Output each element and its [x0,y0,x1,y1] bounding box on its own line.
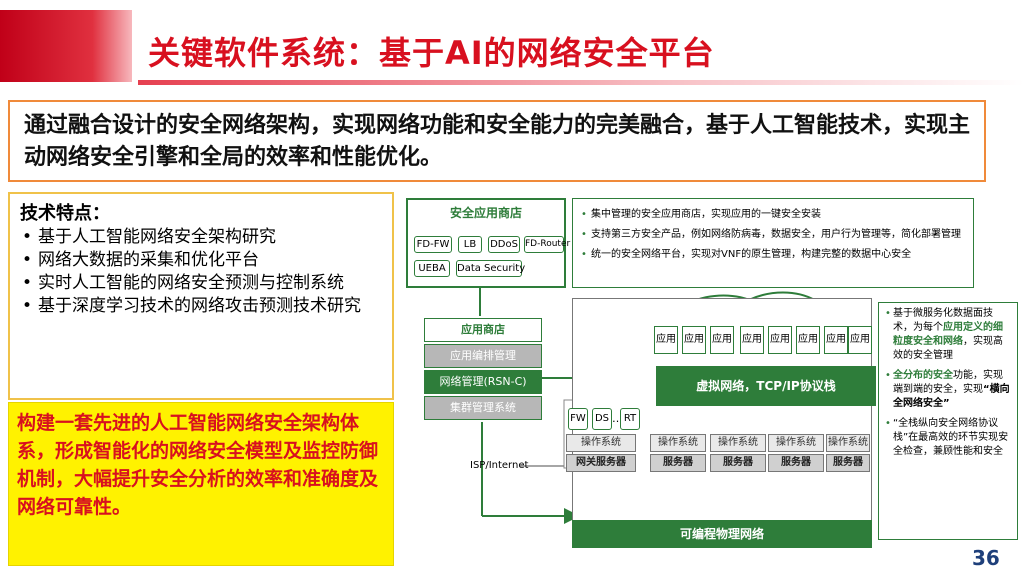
app-box: 应用 [848,326,872,354]
stack-orchestration: 应用编排管理 [424,344,542,368]
platform-info-box: 基于微服务化数据面技术，为每个应用定义的细粒度安全和网络，实现高效的安全管理 全… [878,302,1018,540]
gateway-os: 操作系统 [566,434,636,452]
store-item-fd-router: FD-Router [524,236,570,253]
server-os: 操作系统 [710,434,766,452]
store-item-fd-fw: FD-FW [414,236,452,253]
store-info-box: 集中管理的安全应用商店，实现应用的一键安全安装 支持第三方安全产品，例如网络防病… [572,198,974,288]
title-accent-block [0,10,132,82]
server-os: 操作系统 [768,434,824,452]
server-os: 操作系统 [650,434,706,452]
title-underline [138,80,1024,85]
feature-item: 实时人工智能的网络安全预测与控制系统 [20,272,384,295]
platform-info-item: “全栈纵向安全网络协议栈”在最高效的环节实现安全检查，兼顾性能和安全 [885,417,1011,459]
store-info-item: 支持第三方安全产品，例如网络防病毒，数据安全，用户行为管理等，简化部署管理 [581,225,965,245]
server-os: 操作系统 [826,434,870,452]
store-info-item: 统一的安全网络平台，实现对VNF的原生管理，构建完整的数据中心安全 [581,245,965,265]
platform-info-item: 全分布的安全功能，实现端到端的安全，实现“横向全网络安全” [885,369,1011,411]
feature-item: 基于人工智能网络安全架构研究 [20,226,384,249]
page-number: 36 [972,546,1000,570]
store-item-ddos: DDoS [488,236,520,253]
server-box: 服务器 [826,454,870,472]
app-box: 应用 [654,326,678,354]
app-box: 应用 [796,326,820,354]
server-box: 服务器 [768,454,824,472]
app-box: 应用 [824,326,848,354]
app-box: 应用 [740,326,764,354]
summary-box: 构建一套先进的人工智能网络安全架构体系，形成智能化的网络安全模型及监控防御机制，… [8,402,394,566]
app-box: 应用 [682,326,706,354]
vnf-fw: FW [568,408,588,430]
stack-network-mgmt: 网络管理(RSN-C) [424,370,542,394]
store-item-ueba: UEBA [414,260,450,277]
summary-text: 构建一套先进的人工智能网络安全架构体系，形成智能化的网络安全模型及监控防御机制，… [17,412,379,518]
stack-cluster-mgmt: 集群管理系统 [424,396,542,420]
store-item-lb: LB [458,236,482,253]
title-bar: 关键软件系统：基于AI的网络安全平台 [0,0,1024,88]
app-box: 应用 [710,326,734,354]
server-box: 服务器 [710,454,766,472]
management-stack: 应用商店 应用编排管理 网络管理(RSN-C) 集群管理系统 [424,318,542,422]
app-box: 应用 [768,326,792,354]
intro-text: 通过融合设计的安全网络架构，实现网络功能和安全能力的完美融合，基于人工智能技术，… [24,113,971,170]
feature-item: 网络大数据的采集和优化平台 [20,249,384,272]
feature-item: 基于深度学习技术的网络攻击预测技术研究 [20,295,384,318]
features-title: 技术特点： [20,203,110,224]
intro-box: 通过融合设计的安全网络架构，实现网络功能和安全能力的完美融合，基于人工智能技术，… [8,100,986,182]
physical-network-bar: 可编程物理网络 [572,520,872,548]
server-box: 服务器 [650,454,706,472]
platform-info-item: 基于微服务化数据面技术，为每个应用定义的细粒度安全和网络，实现高效的安全管理 [885,307,1011,363]
store-title: 安全应用商店 [449,206,522,220]
gateway-server: 网关服务器 [566,454,636,472]
vnf-ellipsis: … [612,412,623,425]
isp-label: ISP/Internet [470,460,529,471]
stack-app-store: 应用商店 [424,318,542,342]
vnf-rt: RT [620,408,640,430]
features-list: 基于人工智能网络安全架构研究 网络大数据的采集和优化平台 实时人工智能的网络安全… [20,226,384,318]
store-info-item: 集中管理的安全应用商店，实现应用的一键安全安装 [581,205,965,225]
security-app-store: 安全应用商店 FD-FW LB DDoS FD-Router UEBA Data… [406,198,570,288]
store-item-data-security: Data Security [456,260,525,277]
vnf-ds: DS [592,408,612,430]
page-title: 关键软件系统：基于AI的网络安全平台 [148,34,715,72]
virtual-network-bar: 虚拟网络，TCP/IP协议栈 [656,366,876,406]
architecture-diagram: 安全应用商店 FD-FW LB DDoS FD-Router UEBA Data… [400,190,1024,550]
features-box: 技术特点： 基于人工智能网络安全架构研究 网络大数据的采集和优化平台 实时人工智… [8,192,394,400]
